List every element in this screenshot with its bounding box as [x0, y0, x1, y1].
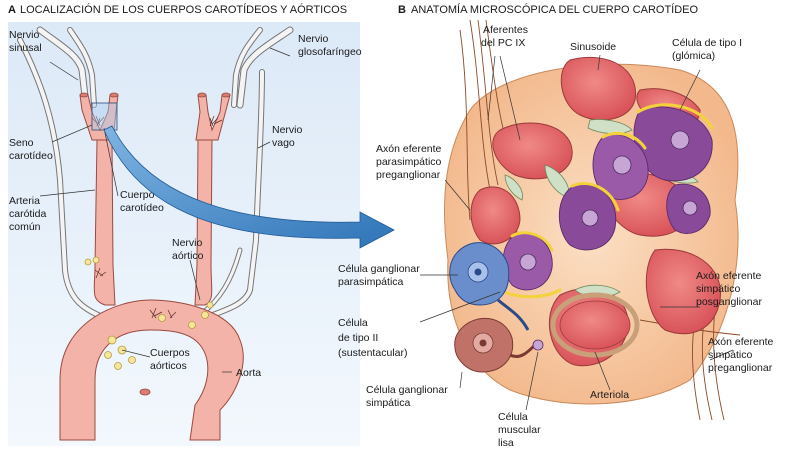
- carotid-body-zoom-box: [91, 102, 118, 131]
- arteries-a: [59, 94, 244, 441]
- label-celula-muscular-2: muscular: [498, 424, 541, 436]
- yellow-terminals: [498, 103, 714, 299]
- panel-a-title: LOCALIZACIÓN DE LOS CUERPOS CAROTÍDEOS Y…: [20, 3, 347, 16]
- label-celula-gang-simp-1: Célula ganglionar: [366, 384, 448, 396]
- labels-b: Aferentes del PC IX Sinusoide Célula de …: [338, 24, 774, 449]
- label-nervio-aortico-2: aórtico: [172, 250, 204, 262]
- label-cuerpos-aorticos-2: aórticos: [150, 360, 187, 372]
- label-nervio-glosofaringeo-1: Nervio: [298, 33, 329, 45]
- label-axon-para-2: parasimpático: [376, 156, 442, 168]
- panel-a-letter: A: [8, 4, 16, 16]
- label-axon-simp-pre-1: Axón eferente: [708, 336, 774, 348]
- arteriole: [550, 292, 640, 358]
- leader-lines-a: [39, 47, 291, 373]
- zoom-arrow: [103, 125, 395, 249]
- label-seno-carotideo-2: carotídeo: [9, 150, 53, 162]
- label-celula-muscular-1: Célula: [498, 411, 528, 423]
- label-axon-simp-pre-3: preganglionar: [708, 362, 773, 374]
- label-sinusoide: Sinusoide: [570, 41, 616, 53]
- nerve-tufts: [91, 115, 223, 319]
- sympathetic-ganglion-cell: [454, 317, 537, 373]
- label-celula-tipo-i-2: (glómica): [672, 50, 715, 62]
- label-nervio-sinusal-2: sinusal: [9, 42, 42, 54]
- label-celula-tipo-ii-1: Célula: [338, 317, 368, 329]
- label-cuerpo-carotideo-1: Cuerpo: [120, 189, 155, 201]
- leader-lines-b: [419, 54, 734, 411]
- label-nervio-vago-1: Nervio: [272, 124, 303, 136]
- label-axon-simp-pos-2: simpático: [696, 283, 741, 295]
- label-seno-carotideo-1: Seno: [9, 137, 34, 149]
- label-celula-tipo-ii-2: de tipo II: [338, 332, 378, 344]
- label-nervio-sinusal-1: Nervio: [9, 29, 40, 41]
- sinusoids: [470, 56, 721, 367]
- artery-ends: [79, 92, 231, 396]
- label-celula-gang-simp-2: simpática: [366, 397, 411, 409]
- label-arteria-carotida-1: Arteria: [9, 195, 40, 207]
- label-axon-para-3: preganglionar: [376, 169, 441, 181]
- label-celula-gang-para-2: parasimpática: [338, 276, 404, 288]
- label-axon-simp-pos-1: Axón eferente: [696, 270, 762, 282]
- label-celula-tipo-ii-3: (sustentacular): [338, 347, 407, 359]
- label-celula-tipo-i-1: Célula de tipo I: [672, 37, 742, 49]
- label-nervio-glosofaringeo-2: glosofaríngeo: [298, 46, 362, 58]
- type-i-nuclei: [519, 130, 698, 271]
- smooth-muscle-cell: [532, 339, 544, 351]
- label-aferentes-1: Aferentes: [483, 24, 528, 36]
- label-arteria-carotida-2: carótida: [9, 208, 47, 220]
- parasympathetic-ganglion-cell: [449, 242, 530, 331]
- label-cuerpo-carotideo-2: carotídeo: [120, 202, 164, 214]
- label-axon-para-1: Axón eferente: [376, 143, 442, 155]
- label-aferentes-2: del PC IX: [481, 37, 525, 49]
- panel-b-title: ANATOMÍA MICROSCÓPICA DEL CUERPO CAROTÍD…: [411, 3, 699, 16]
- label-aorta: Aorta: [236, 367, 261, 379]
- label-celula-gang-para-1: Célula ganglionar: [338, 263, 420, 275]
- label-celula-muscular-3: lisa: [498, 437, 514, 449]
- label-arteria-carotida-3: común: [9, 221, 41, 233]
- label-axon-simp-pos-3: posganglionar: [696, 296, 762, 308]
- panel-b-letter: B: [398, 4, 406, 16]
- panel-b: B ANATOMÍA MICROSCÓPICA DEL CUERPO CAROT…: [338, 3, 774, 449]
- labels-a: A LOCALIZACIÓN DE LOS CUERPOS CAROTÍDEOS…: [8, 3, 362, 379]
- label-cuerpos-aorticos-1: Cuerpos: [150, 347, 190, 359]
- label-axon-simp-pre-2: simpático: [708, 349, 753, 361]
- label-nervio-vago-2: vago: [272, 137, 295, 149]
- aortic-bodies: [84, 256, 214, 370]
- label-nervio-aortico-1: Nervio: [172, 237, 203, 249]
- label-arteriola: Arteriola: [590, 389, 629, 401]
